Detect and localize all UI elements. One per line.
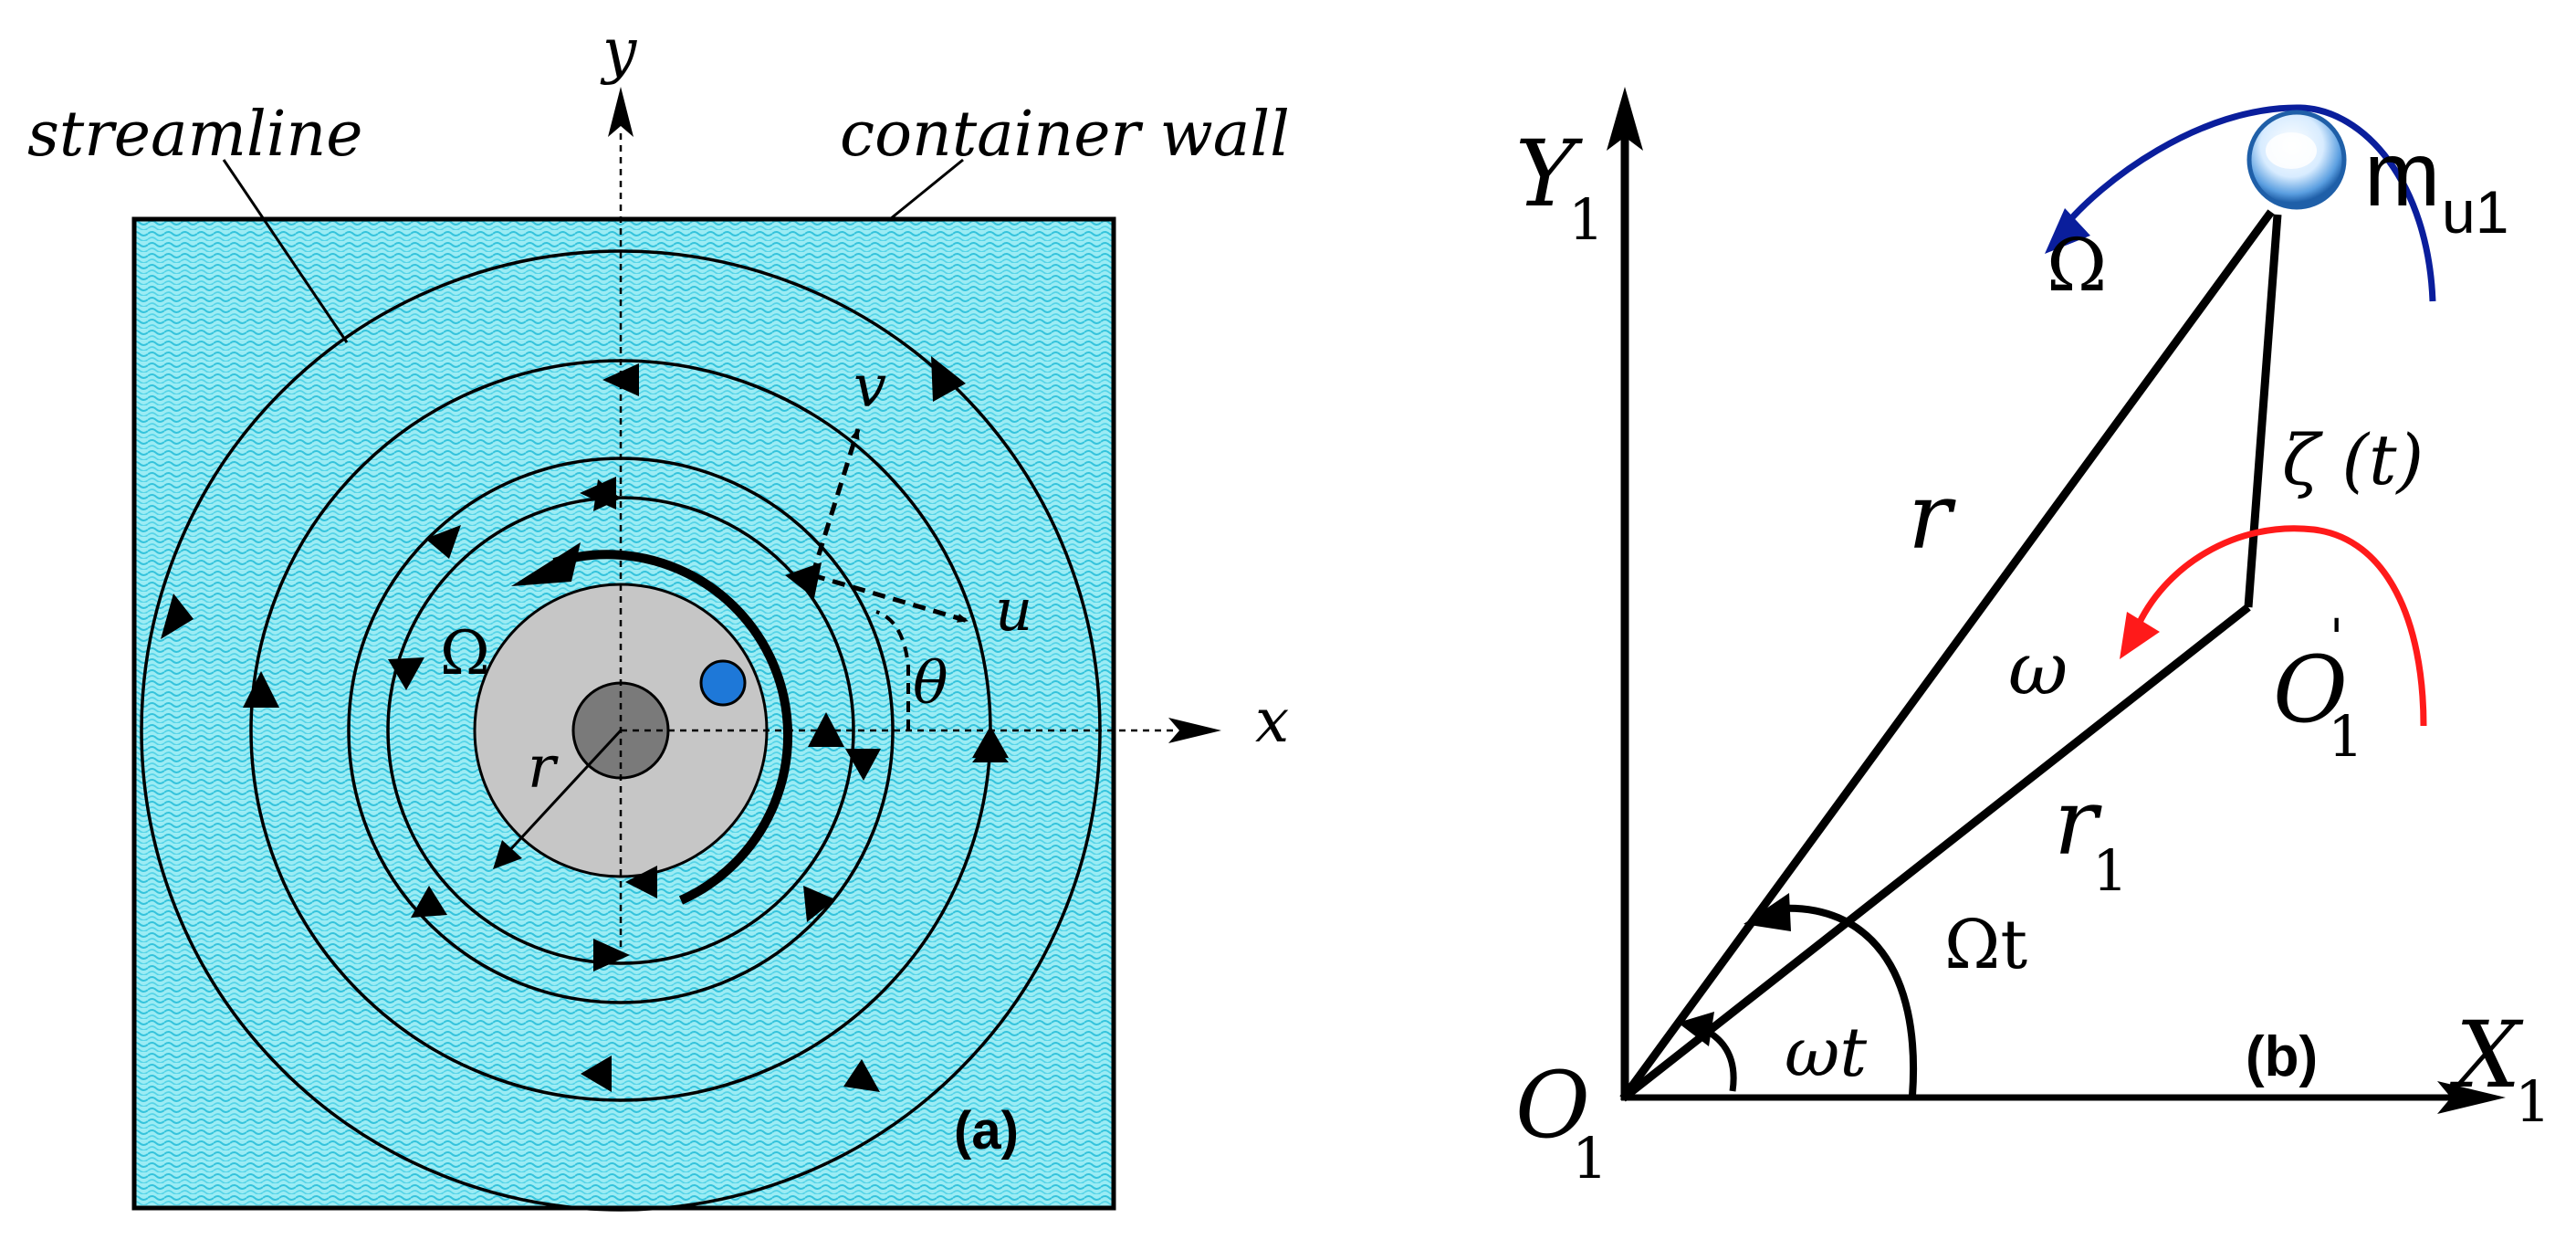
particle-dot [699,659,747,707]
flow-arrowhead [425,525,461,559]
panel-a-label: (a) [954,1101,1019,1161]
r-label-b: r [1908,463,1956,570]
flow-arrowhead [411,886,447,918]
inner-flow-arrowheads [411,525,881,922]
omega-arc-arrowhead [511,542,581,586]
y-axis-label: y [600,16,637,86]
flow-arrowhead [388,657,424,690]
panel-b: Y 1 X 1 O 1 O 1 ' r r 1 ζ (t) Ω ω ωt Ωt … [1515,87,2550,1192]
v-label: v [853,353,886,421]
omega-label-b: ω [2008,626,2068,711]
Omega-t-label: Ωt [1944,906,2027,984]
r1-label: r [2054,769,2102,876]
Omega-rotation-arc [2060,104,2436,302]
flow-arrowhead [593,939,630,972]
flow-arrowhead [243,671,279,708]
O1-prime-subscript: 1 [2328,703,2363,770]
omega-t-arc [1703,1026,1737,1092]
Omega-rotation-arrowhead [2045,208,2090,254]
flow-arrowhead [972,740,1009,762]
flow-arrowhead [845,749,881,781]
flow-arrowhead [602,363,639,396]
streamline-label: streamline [27,99,363,171]
y-axis-arrowhead [608,87,634,137]
flow-arrowhead [803,886,835,922]
radius-line [505,729,623,856]
Y1-axis-arrowhead [1607,87,1643,151]
X1-axis-arrowhead [2437,1081,2506,1114]
theta-arc [875,610,910,730]
flow-arrowhead [581,1056,612,1092]
theta-label: θ [913,650,948,718]
omega-rotation-arc [2132,525,2427,727]
Omega-t-arc [1779,904,1918,1097]
mass-subscript: u1 [2442,178,2508,246]
omega-rotation-arrowhead [2120,612,2160,659]
flow-arrowhead [931,356,966,402]
radius-arrowhead [493,840,522,869]
v-vector [810,428,861,576]
panel-a: streamline container wall y x v u θ Ω r … [27,16,1290,1212]
r-label-a: r [528,734,559,802]
mass-label: m [2364,123,2440,226]
x-axis-label: x [1255,686,1289,756]
omega-t-label: ωt [1785,1014,1867,1092]
X1-label: X [2449,1002,2524,1108]
O1-label: O [1515,1052,1590,1159]
u-vector [812,572,969,624]
flow-arrowhead [785,562,822,598]
x-axis-arrowhead [1168,718,1221,743]
flow-arrowhead [625,866,657,898]
omega-arc [552,550,793,905]
flow-arrowhead [808,712,844,747]
Y1-label: Y [1515,121,1583,227]
Omega-label-b: Ω [2047,223,2107,308]
O1-prime-label: O [2273,636,2348,743]
zeta-label: ζ (t) [2282,419,2424,500]
mass-ball-highlight [2266,132,2317,169]
flow-arrowhead [843,1059,880,1092]
zeta-line [2244,214,2282,608]
r1-subscript: 1 [2092,837,2128,904]
flow-arrowheads [161,356,1009,1092]
wall-leader [889,158,964,221]
u-label: u [995,577,1032,645]
flow-arrowhead [593,479,621,511]
Y1-subscript: 1 [1568,186,1604,253]
r1-vector [1620,604,2251,1102]
streamline-1 [386,496,855,965]
container-wall-label: container wall [840,99,1290,171]
panel-b-label: (b) [2246,1025,2318,1088]
omega-t-arrowhead [1678,1012,1714,1046]
O1-prime-mark: ' [2330,609,2343,668]
Omega-t-arrowhead [1744,893,1791,931]
omega-label-a: Ω [440,618,490,688]
streamline-leader [222,159,349,343]
r-vector [1619,209,2275,1101]
X1-subscript: 1 [2515,1068,2550,1135]
flow-arrowhead [161,593,194,639]
O1-subscript: 1 [1572,1125,1607,1192]
